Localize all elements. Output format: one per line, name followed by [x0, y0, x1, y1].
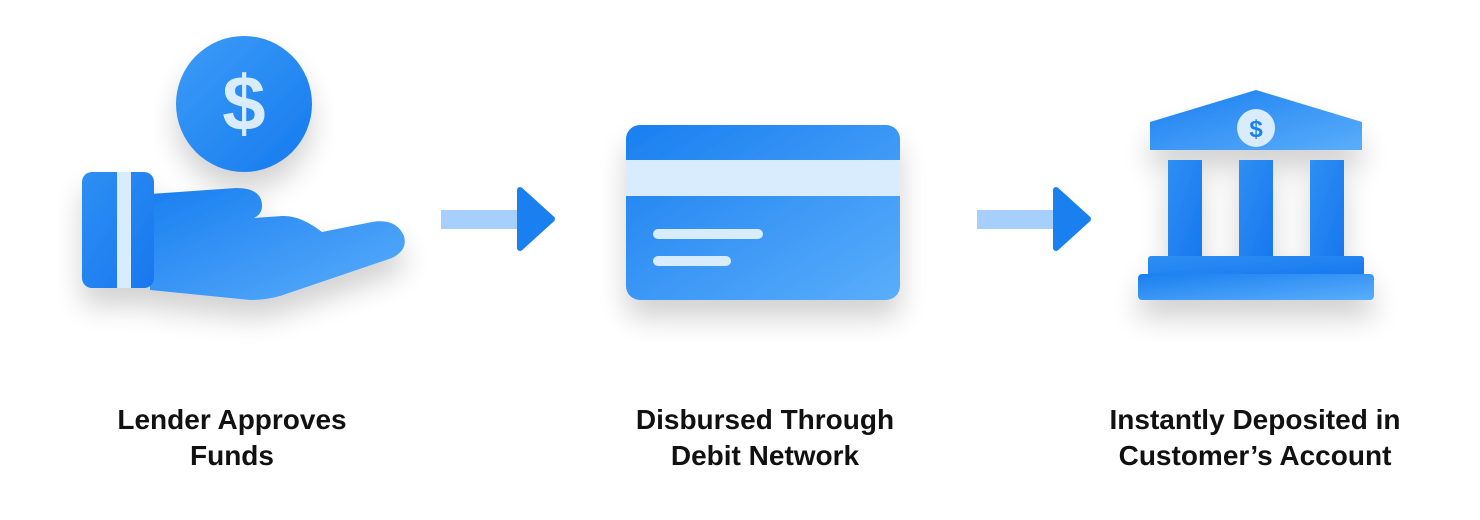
coin-dollar-symbol: $: [222, 59, 265, 147]
card-body: [626, 125, 900, 300]
debit-card-icon: [626, 125, 900, 300]
cuff-stripe: [117, 172, 131, 288]
dollar-coin: [176, 36, 312, 172]
step-1-label-line-2: Funds: [190, 440, 274, 471]
arrow-right-icon: [441, 187, 555, 251]
step-2-label-line-2: Debit Network: [670, 440, 860, 471]
bank-column-1: [1168, 160, 1202, 256]
arrow-right-icon: [977, 187, 1091, 251]
step-3-label-line-2: Customer’s Account: [1118, 440, 1392, 471]
bank-building-icon: $: [1138, 90, 1374, 300]
card-line-2: [653, 256, 731, 266]
hand-palm: [150, 188, 405, 300]
bank-dollar-badge: [1237, 109, 1275, 147]
hand-with-dollar-coin-icon: $: [82, 36, 405, 300]
bank-base: [1138, 274, 1374, 300]
bank-dollar-symbol: $: [1249, 116, 1263, 143]
step-1-label-line-1: Lender Approves: [117, 404, 347, 435]
card-line-1: [653, 229, 763, 239]
bank-step-upper: [1148, 256, 1364, 276]
step-label-deposited: Instantly Deposited in Customer’s Accoun…: [1075, 402, 1435, 474]
bank-column-2: [1239, 160, 1273, 256]
bank-column-3: [1310, 160, 1344, 256]
step-2-label-line-1: Disbursed Through: [635, 404, 895, 435]
step-label-disbursed: Disbursed Through Debit Network: [585, 402, 945, 474]
step-label-lender-approves: Lender Approves Funds: [52, 402, 412, 474]
step-3-label-line-1: Instantly Deposited in: [1109, 404, 1401, 435]
card-magnetic-stripe: [626, 160, 900, 196]
